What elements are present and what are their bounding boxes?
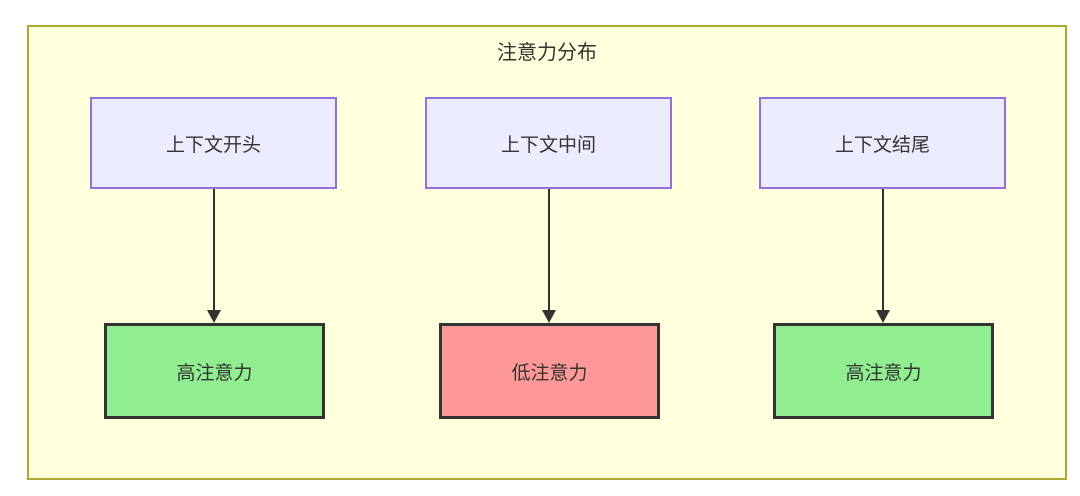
node-context-end: 上下文结尾 — [759, 97, 1006, 189]
arrow-shaft — [548, 189, 550, 311]
arrow-beginning-to-high — [206, 189, 222, 323]
node-high-attention-right: 高注意力 — [773, 323, 994, 419]
node-label: 上下文中间 — [500, 134, 596, 156]
node-context-middle: 上下文中间 — [425, 97, 672, 189]
arrowhead-down-icon — [542, 310, 556, 323]
arrow-middle-to-low — [541, 189, 557, 323]
node-label: 低注意力 — [511, 362, 588, 384]
arrow-end-to-high — [875, 189, 891, 323]
arrow-shaft — [882, 189, 884, 311]
attention-distribution-subgraph: 注意力分布 上下文开头 高注意力 上下文中间 低注意力 上下文结尾 — [27, 25, 1067, 480]
node-high-attention-left: 高注意力 — [104, 323, 325, 419]
arrowhead-down-icon — [876, 310, 890, 323]
diagram-title: 注意力分布 — [497, 42, 597, 64]
node-label: 高注意力 — [176, 362, 253, 384]
arrowhead-down-icon — [207, 310, 221, 323]
arrow-shaft — [213, 189, 215, 311]
node-context-beginning: 上下文开头 — [90, 97, 337, 189]
node-label: 上下文结尾 — [834, 134, 930, 156]
node-low-attention: 低注意力 — [439, 323, 660, 419]
node-label: 上下文开头 — [165, 134, 261, 156]
node-label: 高注意力 — [845, 362, 922, 384]
